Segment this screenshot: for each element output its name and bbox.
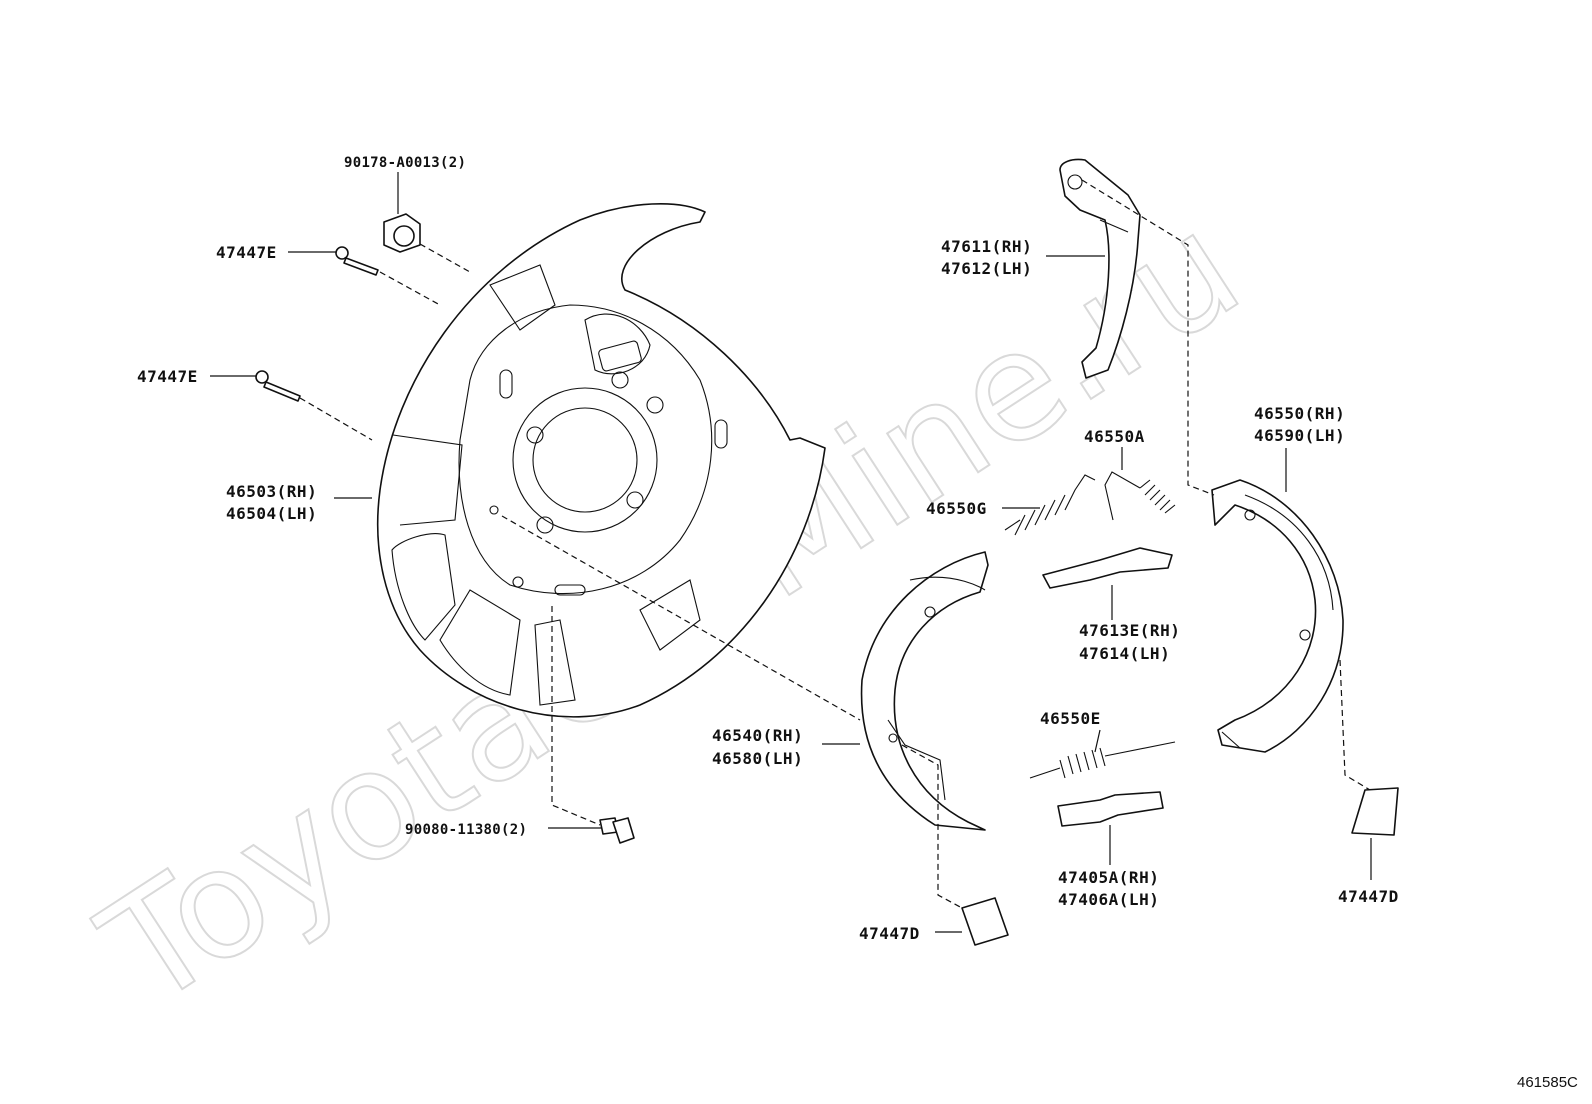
label-46540: 46540(RH) [712,726,803,745]
label-46550a: 46550A [1084,427,1145,446]
label-46550: 46550(RH) [1254,404,1345,423]
spring-46550g [1004,474,1096,536]
backing-plate [376,203,826,718]
label-47613e: 47613E(RH) [1079,621,1180,640]
label-90080: 90080-11380(2) [405,822,527,838]
label-47447d-right: 47447D [1338,887,1399,906]
label-46590: 46590(LH) [1254,426,1345,445]
label-47612: 47612(LH) [941,259,1032,278]
diagram-code: 461585C [1517,1074,1578,1091]
strut-47613e [1042,547,1173,589]
spring-46550e [1029,741,1176,779]
clip-47447d-right [1351,787,1399,836]
label-47405a: 47405A(RH) [1058,868,1159,887]
leader-lines [210,172,1372,933]
label-46550g: 46550G [926,499,987,518]
label-46503: 46503(RH) [226,482,317,501]
dashed-lines [299,179,1371,909]
bolt-90080 [599,817,635,844]
clip-47447d-left [961,897,1009,946]
label-47447e-mid: 47447E [137,367,198,386]
pin-47447e-mid [255,370,301,402]
label-46580: 46580(LH) [712,749,803,768]
label-46504: 46504(LH) [226,504,317,523]
label-47447d-left: 47447D [859,924,920,943]
brake-shoe-46540 [860,551,989,831]
label-47614: 47614(LH) [1079,644,1170,663]
label-47406a: 47406A(LH) [1058,890,1159,909]
label-47611: 47611(RH) [941,237,1032,256]
label-90178: 90178-A0013(2) [344,155,466,171]
grommet-90178 [383,213,421,253]
spring-46550a [1104,471,1176,521]
brake-shoe-46550 [1211,479,1344,753]
label-47447e-top: 47447E [216,243,277,262]
label-46550e: 46550E [1040,709,1101,728]
pin-47447e-top [335,246,379,276]
parking-lever-47611 [1059,158,1141,379]
adjuster-47405a [1057,791,1164,827]
